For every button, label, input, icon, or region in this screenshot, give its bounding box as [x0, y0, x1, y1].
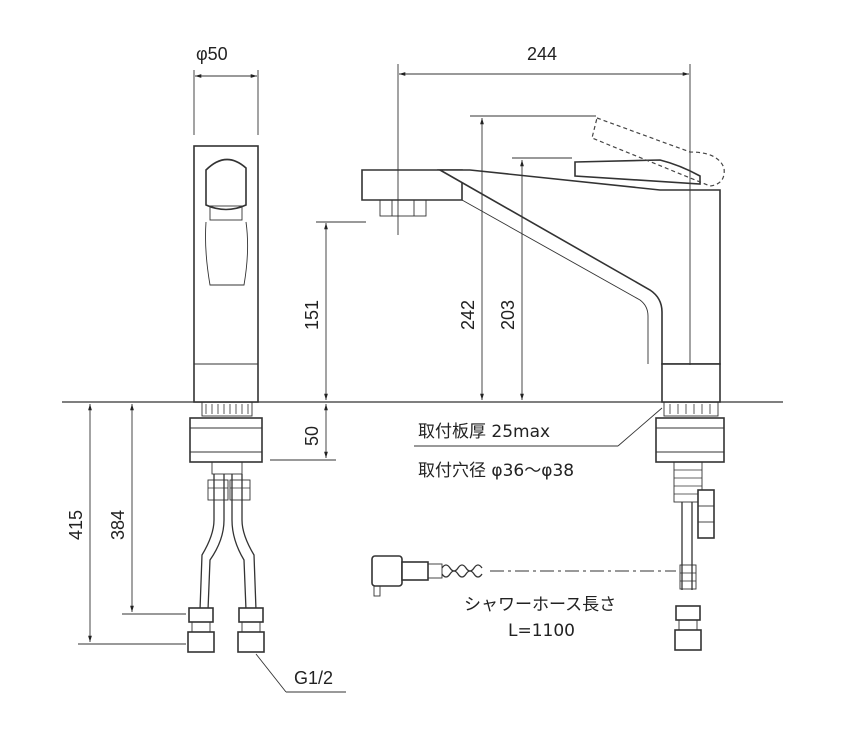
- dim-hose-connection-length: 384: [108, 404, 186, 615]
- front-shank: [201, 401, 253, 417]
- shower-hose-length-label: L=1100: [508, 621, 575, 641]
- dim-below-deck-label: 50: [302, 426, 322, 446]
- dim-total-length-label: 415: [66, 510, 86, 540]
- dim-top-diameter: φ50: [193, 44, 259, 135]
- dim-total-length: 415: [66, 404, 186, 645]
- thread-spec-note: G1/2: [255, 653, 346, 693]
- side-view: [361, 117, 725, 651]
- side-shank: [663, 401, 719, 417]
- dim-below-deck: 50: [270, 404, 336, 461]
- front-view: [187, 145, 265, 653]
- side-shower-head-hose: [371, 555, 676, 597]
- side-under-deck-hoses: [673, 461, 715, 651]
- deck-thickness-label: 取付板厚 25max: [418, 422, 550, 442]
- dim-overall-width-label: 244: [527, 44, 557, 64]
- front-hose-end-fittings: [187, 607, 265, 653]
- shower-hose-label: シャワーホース長さ: [464, 595, 616, 615]
- dim-max-height: 242: [458, 115, 596, 400]
- side-lever-raised: [591, 117, 725, 187]
- dim-top-diameter-label: φ50: [196, 44, 228, 64]
- shower-hose-note: シャワーホース長さ L=1100: [464, 595, 616, 641]
- dim-spout-height-label: 151: [302, 300, 322, 330]
- side-mount-nut: [655, 417, 725, 463]
- dim-max-height-label: 242: [458, 300, 478, 330]
- side-base: [661, 363, 721, 403]
- side-lever: [574, 159, 701, 185]
- side-spout-neck: [436, 169, 721, 365]
- front-lever: [205, 158, 247, 211]
- deck-thickness-note: 取付板厚 25max 取付穴径 φ36～φ38: [414, 407, 663, 481]
- front-supply-hoses: [199, 474, 257, 611]
- front-mount-nut: [189, 417, 263, 463]
- dim-hose-connection-length-label: 384: [108, 510, 128, 540]
- dim-lever-height: 203: [498, 157, 572, 400]
- dim-spout-height: 151: [302, 221, 366, 400]
- thread-spec-label: G1/2: [294, 668, 333, 688]
- mount-hole-label: 取付穴径 φ36～φ38: [418, 461, 574, 481]
- dim-overall-width: 244: [397, 44, 691, 365]
- dim-lever-height-label: 203: [498, 300, 518, 330]
